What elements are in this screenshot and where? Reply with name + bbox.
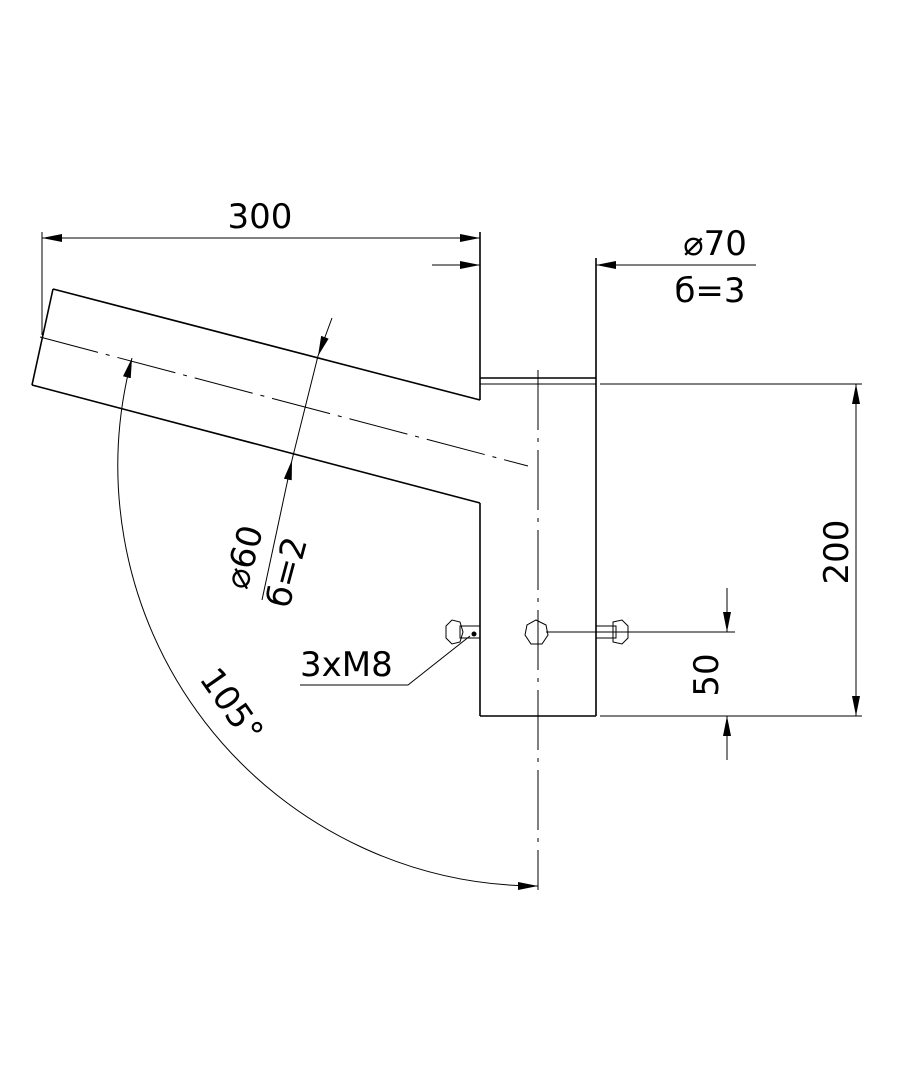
branch-centerline — [39, 336, 529, 467]
angle-label: 105° — [191, 661, 271, 751]
dimension-50: 50 — [687, 588, 731, 760]
dim-50-label: 50 — [687, 653, 727, 696]
bolt-nut-right — [612, 619, 629, 645]
dim-wall3-label: б=3 — [674, 271, 745, 311]
dimension-200: 200 — [600, 383, 862, 717]
dimension-300: 300 — [41, 197, 480, 335]
dim-300-label: 300 — [228, 197, 293, 237]
bolts — [445, 619, 735, 645]
bolt-callout: 3xM8 — [300, 635, 471, 686]
bolt-callout-label: 3xM8 — [300, 645, 393, 685]
branch-pipe — [31, 288, 529, 504]
bolt-head-center — [524, 619, 549, 645]
main-pipe — [479, 232, 597, 890]
dimension-diameter-70: ⌀70 б=3 — [432, 224, 756, 311]
angle-105: 105° — [117, 357, 539, 890]
dim-d70-label: ⌀70 — [683, 224, 747, 264]
dim-200-label: 200 — [817, 520, 857, 585]
dimension-diameter-60: ⌀60 б=2 — [217, 317, 333, 612]
